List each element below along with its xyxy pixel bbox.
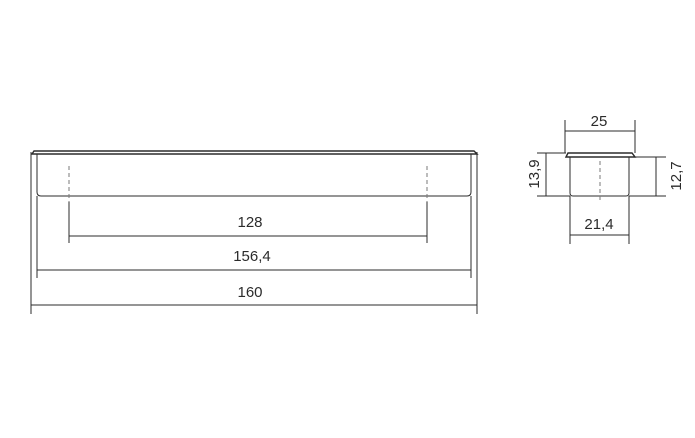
dimension-hole-spacing: 128: [68, 202, 428, 243]
dimension-body-length: 156,4: [36, 196, 472, 278]
front-flange: [30, 150, 479, 155]
dimension-body-length-label: 156,4: [233, 248, 271, 265]
dimension-body-width-label: 21,4: [584, 216, 613, 233]
dimension-body-height: 12,7: [629, 156, 685, 197]
dimension-overall-height-label: 13,9: [526, 159, 543, 188]
dimension-hole-spacing-label: 128: [237, 214, 262, 231]
dimension-body-height-label: 12,7: [668, 161, 685, 190]
dimension-overall-length-label: 160: [237, 284, 262, 301]
dimension-overall-width: 25: [564, 113, 636, 153]
dimension-overall-height: 13,9: [526, 152, 570, 197]
side-view: [564, 152, 637, 201]
side-flange: [564, 152, 637, 158]
front-body: [36, 154, 472, 197]
dimension-overall-length: 160: [30, 152, 478, 314]
dimension-body-width: 21,4: [569, 196, 630, 244]
dimension-overall-width-label: 25: [591, 113, 608, 130]
front-view: [30, 150, 479, 202]
